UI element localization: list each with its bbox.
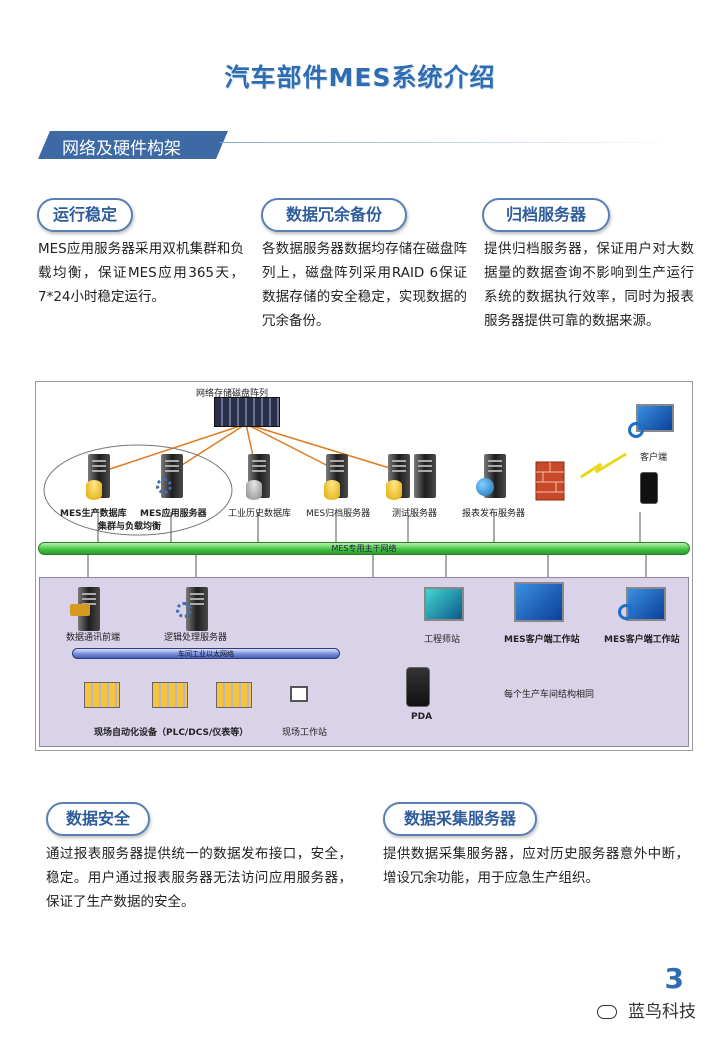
cluster-label: 集群与负载均衡 <box>98 522 162 532</box>
feature-badge-collection: 数据采集服务器 <box>383 802 537 836</box>
shop-node-label-logic: 逻辑处理服务器 <box>164 633 228 643</box>
server-icon <box>414 454 436 498</box>
globe-icon <box>476 478 494 496</box>
workshop-note: 每个生产车间结构相同 <box>504 690 595 700</box>
plc-device-icon <box>84 682 120 708</box>
shop-node-label-comm: 数据通讯前端 <box>66 633 121 643</box>
feature-text-collection: 提供数据采集服务器，应对历史服务器意外中断，增设冗余功能，用于应急生产组织。 <box>383 846 689 886</box>
gear-icon <box>156 478 172 494</box>
field-station-icon <box>290 686 308 702</box>
shop-ethernet-bar: 车间工业以太网络 <box>72 648 340 659</box>
browser-icon <box>628 422 644 438</box>
brand-name: 蓝鸟科技 <box>628 1002 696 1022</box>
shop-node-label-client-2: MES客户端工作站 <box>604 635 680 645</box>
field-station-label: 现场工作站 <box>282 728 328 738</box>
gear-icon <box>176 602 192 618</box>
storage-array-label: 网络存储磁盘阵列 <box>196 389 269 399</box>
feature-text-archive: 提供归档服务器，保证用户对大数据量的数据查询不影响到生产运行系统的数据执行效率，… <box>484 241 694 329</box>
feature-text-security: 通过报表服务器提供统一的数据发布接口，安全，稳定。用户通过报表服务器无法访问应用… <box>46 846 352 910</box>
network-diagram: 网络存储磁盘阵列 MES生产数据库 MES应用服务器 工业历史数据库 MES归档… <box>35 381 693 751</box>
shop-node-label-engineer: 工程师站 <box>424 635 461 645</box>
pda-label: PDA <box>411 712 433 722</box>
section-heading: 网络及硬件构架 <box>38 131 228 159</box>
storage-array-icon <box>214 397 280 427</box>
client-label: 客户端 <box>640 453 668 463</box>
plc-device-icon <box>216 682 252 708</box>
feature-text-stable: MES应用服务器采用双机集群和负载均衡，保证MES应用365天，7*24小时稳定… <box>38 241 244 305</box>
feature-badge-security: 数据安全 <box>46 802 150 836</box>
section-tab-shape <box>38 131 228 159</box>
server-icon <box>186 587 208 631</box>
page-title: 汽车部件MES系统介绍 <box>224 63 496 92</box>
connector-icon <box>70 604 90 616</box>
server-label-app: MES应用服务器 <box>140 509 207 519</box>
server-label-report: 报表发布服务器 <box>462 509 526 519</box>
server-label-archive: MES归档服务器 <box>306 509 371 519</box>
page-number: 3 <box>664 962 684 995</box>
pda-icon <box>406 667 430 707</box>
database-icon <box>386 480 402 500</box>
feature-badge-archive: 归档服务器 <box>482 198 610 232</box>
server-label-test: 测试服务器 <box>392 509 438 519</box>
server-label-history-db: 工业历史数据库 <box>228 509 292 519</box>
backbone-network-label: MES专用主干网络 <box>331 544 397 553</box>
shop-node-label-client-1: MES客户端工作站 <box>504 635 580 645</box>
feature-badge-stable: 运行稳定 <box>37 198 133 232</box>
database-icon <box>246 480 262 500</box>
browser-icon <box>618 604 634 620</box>
backbone-network-bar: MES专用主干网络 <box>38 542 690 555</box>
database-icon <box>324 480 340 500</box>
section-heading-label: 网络及硬件构架 <box>62 139 181 159</box>
brand-watermark: 蓝鸟科技 <box>596 997 696 1022</box>
feature-text-backup: 各数据服务器数据均存储在磁盘阵列上，磁盘阵列采用RAID 6保证数据存储的安全稳… <box>262 241 467 329</box>
mes-client-station-icon <box>514 582 564 622</box>
feature-badge-backup: 数据冗余备份 <box>261 198 407 232</box>
phone-icon <box>640 472 658 504</box>
shop-ethernet-label: 车间工业以太网络 <box>178 650 234 658</box>
server-label-production-db: MES生产数据库 <box>60 509 127 519</box>
field-devices-label: 现场自动化设备（PLC/DCS/仪表等） <box>94 728 249 738</box>
workshop-area <box>39 577 689 747</box>
engineer-station-icon <box>424 587 464 621</box>
database-icon <box>86 480 102 500</box>
wechat-icon <box>596 1005 617 1019</box>
plc-device-icon <box>152 682 188 708</box>
section-divider <box>220 142 680 143</box>
